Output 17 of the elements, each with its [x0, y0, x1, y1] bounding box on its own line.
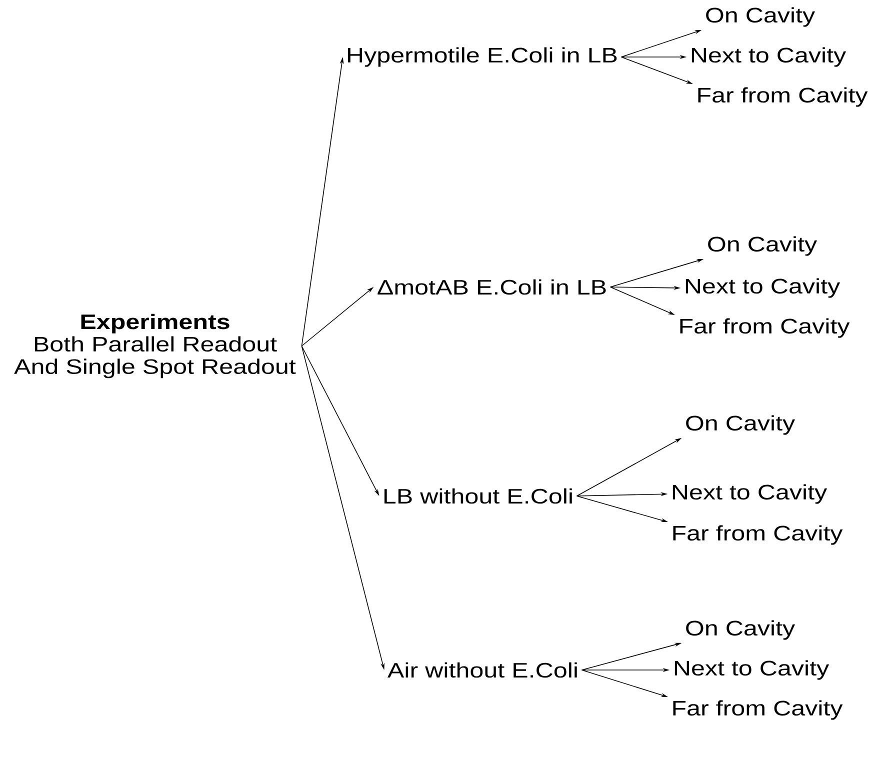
branch-label: Hypermotile E.Coli in LB — [348, 47, 617, 67]
leaf-label: Next to Cavity — [692, 47, 846, 67]
leaf-label: On Cavity — [686, 620, 796, 640]
leaf-label: Next to Cavity — [672, 484, 828, 504]
heading-text: Experiments Both Parallel Readout And Single Spot Readout — [14, 314, 296, 378]
leaf-label: Next to Cavity — [686, 278, 840, 298]
leaf-label: Far from Cavity — [673, 525, 843, 545]
branch-label: Air without E.Coli — [387, 662, 577, 678]
leaf-label: Far from Cavity — [698, 87, 868, 107]
leaf-label: Far from Cavity — [673, 700, 843, 720]
leaf-label: On Cavity — [706, 7, 816, 27]
branch-label: ΔmotAB E.Coli in LB — [378, 279, 606, 295]
leaf-label: On Cavity — [686, 415, 796, 435]
leaf-label: Far from Cavity — [680, 318, 850, 338]
branch-label: LB without E.Coli — [384, 488, 572, 504]
leaf-label: On Cavity — [708, 236, 818, 256]
leaf-label: Next to Cavity — [674, 660, 830, 680]
